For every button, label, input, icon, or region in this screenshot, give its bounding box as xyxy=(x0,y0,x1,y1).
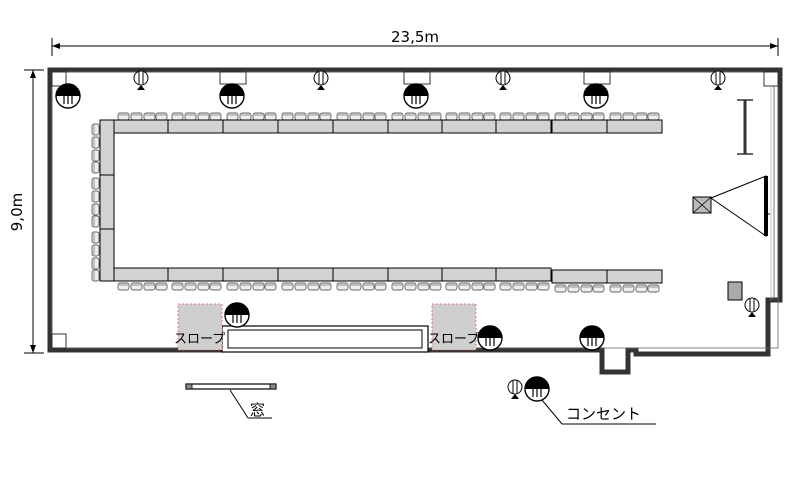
outlet-icon xyxy=(224,302,250,328)
legend-outlet: コンセント xyxy=(507,376,656,425)
outlet-icon xyxy=(583,83,609,109)
lamp-icon xyxy=(710,70,726,91)
column xyxy=(763,71,779,87)
chairs-bottom xyxy=(117,282,660,293)
room-walls xyxy=(47,67,783,375)
legend-window-label: 窓 xyxy=(250,401,265,419)
legend-window: 窓 xyxy=(185,383,277,419)
equipment-box xyxy=(727,281,743,301)
tables-bottom-row xyxy=(113,267,663,293)
lamp-icon xyxy=(744,297,760,318)
lamp-icon xyxy=(133,70,149,91)
slope-label: スロープ xyxy=(174,332,225,347)
outlet-icon xyxy=(55,83,81,109)
height-dimension: 9,0m xyxy=(8,69,44,354)
slope-1: スロープ xyxy=(174,303,225,351)
width-label: 23,5m xyxy=(391,28,439,46)
chairs-left xyxy=(91,123,100,282)
height-label: 9,0m xyxy=(8,193,26,231)
lamp-icon xyxy=(495,70,511,91)
width-dimension: 23,5m xyxy=(51,28,779,56)
bottom-opening xyxy=(221,325,429,353)
screen-stand xyxy=(737,99,753,155)
legend-outlet-label: コンセント xyxy=(566,405,641,423)
tables-top-row xyxy=(113,112,663,134)
projector xyxy=(692,175,770,237)
lamp-icon xyxy=(507,379,523,400)
slope-label: スロープ xyxy=(428,332,479,347)
outlet-icon xyxy=(403,83,429,109)
outlet-icon xyxy=(579,325,605,351)
slope-2: スロープ xyxy=(428,303,479,351)
column xyxy=(51,71,67,87)
outlet-icon xyxy=(524,376,550,402)
outlet-icon xyxy=(219,83,245,109)
top-fixtures xyxy=(55,70,726,109)
chairs-top xyxy=(117,112,660,121)
tables-left-side xyxy=(91,119,115,282)
column xyxy=(51,333,67,349)
outlet-icon xyxy=(477,325,503,351)
lamp-icon xyxy=(313,70,329,91)
